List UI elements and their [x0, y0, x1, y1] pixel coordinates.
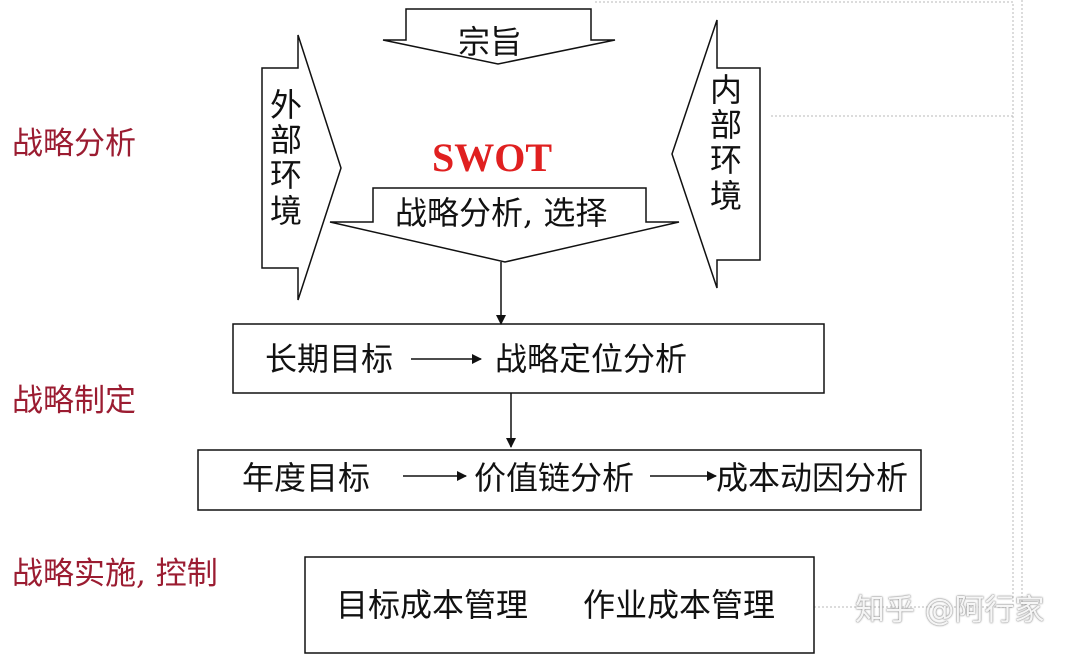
- top-arrow-label: 宗旨: [458, 23, 523, 61]
- top-arrow-shape: [382, 8, 616, 65]
- box-cost-management: [304, 556, 815, 654]
- middle-arrow-shape: [329, 187, 680, 263]
- right-arrow-shape: [671, 19, 761, 289]
- right-arrow-label: 内部环境: [709, 71, 742, 215]
- box2-middle-label: 价值链分析: [474, 459, 635, 497]
- box2-left-label: 年度目标: [242, 459, 371, 497]
- middle-arrow-label: 战略分析, 选择: [395, 194, 608, 232]
- box2-right-label: 成本动因分析: [716, 459, 909, 497]
- swot-title: SWOT: [432, 135, 553, 180]
- box3-right-label: 作业成本管理: [583, 586, 776, 624]
- box-long-term: [232, 323, 825, 394]
- box1-left-label: 长期目标: [265, 340, 394, 378]
- box-annual: [197, 449, 922, 511]
- left-arrow-shape: [261, 34, 342, 301]
- dotted-guide-outer: [595, 1, 1014, 608]
- left-arrow-label: 外部环境: [269, 86, 302, 230]
- watermark-text: 知乎 @阿行家: [855, 593, 1045, 628]
- stage-label-formulation: 战略制定: [12, 383, 136, 419]
- box1-right-label: 战略定位分析: [495, 340, 688, 378]
- stage-label-analysis: 战略分析: [12, 126, 136, 162]
- stage-label-implementation: 战略实施, 控制: [12, 556, 218, 592]
- box3-left-label: 目标成本管理: [336, 586, 529, 624]
